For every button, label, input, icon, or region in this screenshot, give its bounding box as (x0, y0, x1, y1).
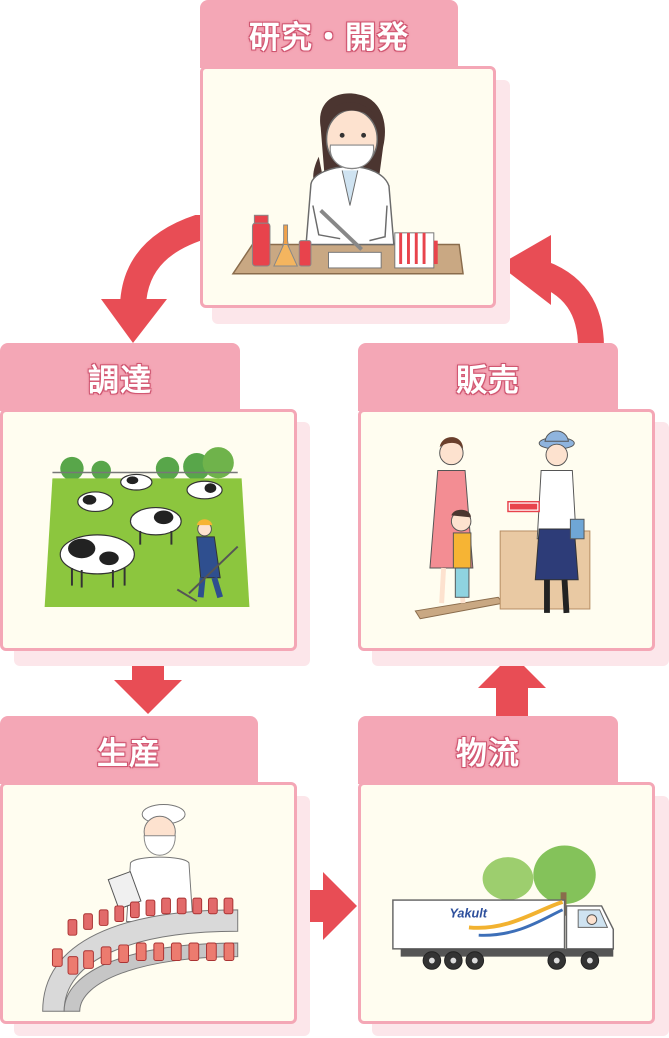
factory-worker-illustration (42, 804, 239, 1012)
stage-panel-logistics: Yakult (358, 782, 655, 1024)
stage-panel-procurement (0, 409, 297, 651)
researcher-illustration (231, 93, 464, 275)
door-to-door-sales-illustration (414, 430, 591, 620)
stage-tab-production: 生産 (0, 716, 258, 784)
stage-panel-production (0, 782, 297, 1024)
stage-panel-research (200, 66, 496, 308)
curved-arrow-sales-to-research (499, 235, 604, 348)
delivery-truck-illustration: Yakult (392, 845, 615, 970)
truck-brand-logo: Yakult (449, 907, 487, 921)
stage-label-sales: 販売 (456, 362, 520, 399)
curved-arrow-research-to-procurement (101, 215, 211, 343)
stage-label-research: 研究・開発 (249, 19, 409, 56)
dairy-farm-illustration (44, 447, 250, 608)
up-arrow-logistics-to-sales (478, 654, 546, 716)
stage-tab-sales: 販売 (358, 343, 618, 411)
stage-panel-sales (358, 409, 655, 651)
stage-tab-research: 研究・開発 (200, 0, 458, 68)
stage-tab-procurement: 調達 (0, 343, 240, 411)
stage-label-production: 生産 (97, 735, 161, 772)
stage-tab-logistics: 物流 (358, 716, 618, 784)
stage-label-logistics: 物流 (456, 735, 520, 772)
stage-label-procurement: 調達 (88, 362, 152, 399)
